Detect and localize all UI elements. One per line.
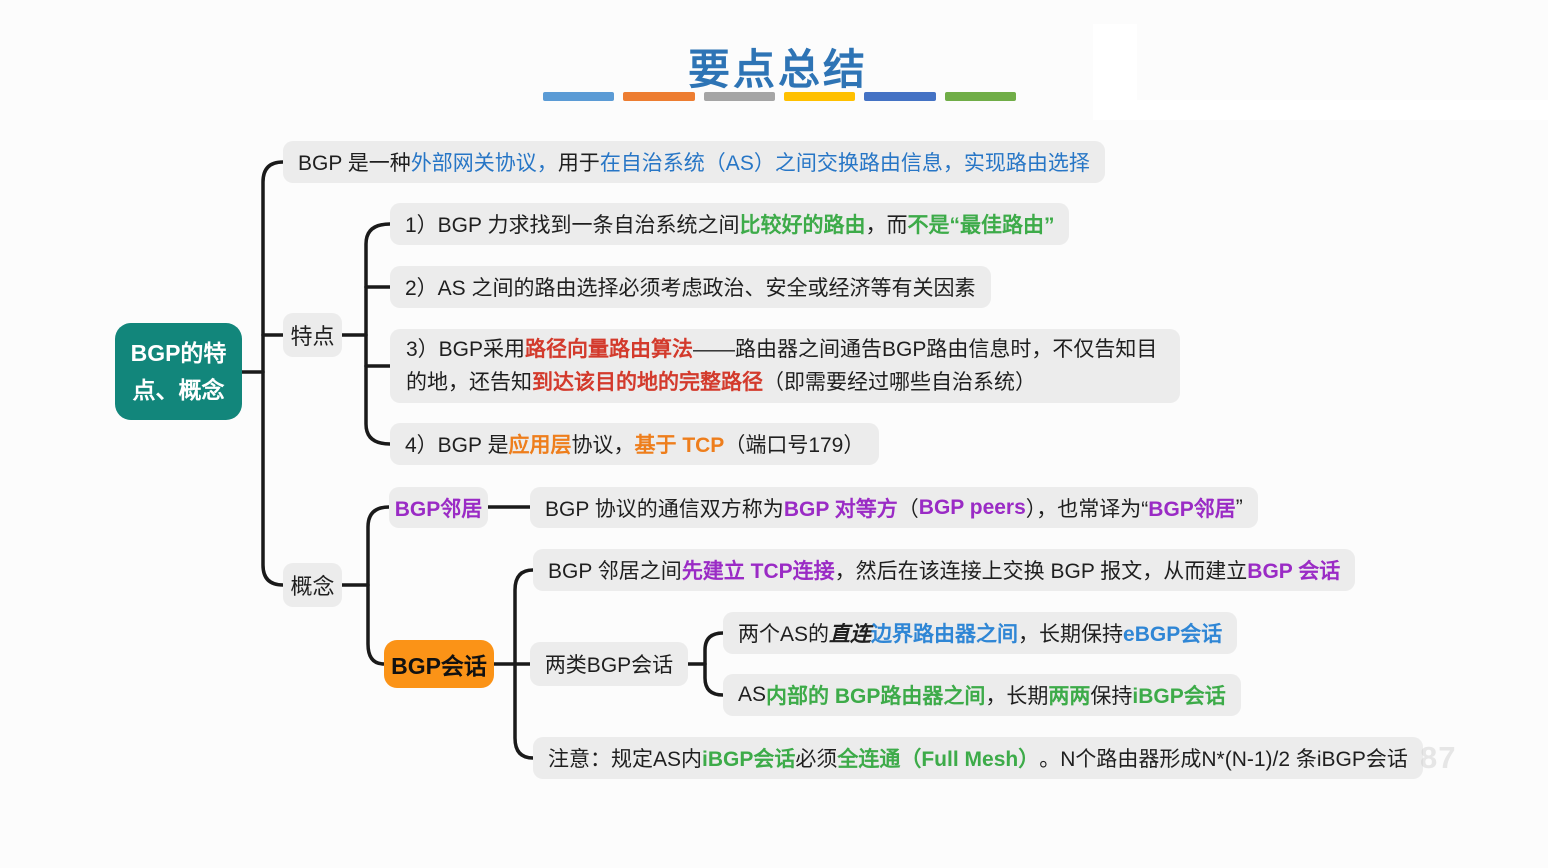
divider-bars xyxy=(543,92,1016,102)
whiteout-patch xyxy=(1093,100,1548,120)
connector xyxy=(703,631,725,697)
divider-bar xyxy=(944,92,1016,101)
node-bgp-session: BGP会话 xyxy=(384,640,494,688)
row-feature-1: 1）BGP 力求找到一条自治系统之间比较好的路由，而不是“最佳路由” xyxy=(390,203,1070,245)
divider-bar xyxy=(864,92,936,101)
row-bgp-definition: BGP 是一种外部网关协议，用于在自治系统（AS）之间交换路由信息，实现路由选择 xyxy=(283,141,1105,183)
divider-bar xyxy=(623,92,695,101)
node-two-session-types: 两类BGP会话 xyxy=(530,642,688,686)
connector xyxy=(366,505,391,666)
row-feature-4: 4）BGP 是应用层协议，基于 TCP （端口号179） xyxy=(390,423,880,465)
page-title: 要点总结 xyxy=(687,46,868,93)
row-feature-2: 2）AS 之间的路由选择必须考虑政治、安全或经济等有关因素 xyxy=(390,266,991,308)
row-feature-3: 3）BGP采用路径向量路由算法——路由器之间通告BGP路由信息时，不仅告知目的地… xyxy=(390,329,1180,403)
connector xyxy=(261,160,285,587)
node-branch-concepts: 概念 xyxy=(283,563,342,607)
node-bgp-neighbor: BGP邻居 xyxy=(389,487,488,528)
node-root-bgp-concepts: BGP的特点、概念 xyxy=(115,323,242,420)
row-session-setup: BGP 邻居之间先建立 TCP连接，然后在该连接上交换 BGP 报文，从而建立 … xyxy=(533,549,1356,591)
divider-bar xyxy=(703,92,775,101)
node-branch-features: 特点 xyxy=(283,313,342,357)
connector xyxy=(364,222,392,446)
divider-bar xyxy=(543,92,615,101)
divider-bar xyxy=(783,92,856,101)
row-bgp-peers: BGP 协议的通信双方称为 BGP 对等方（BGP peers），也常译为“BG… xyxy=(530,487,1258,528)
watermark: 87 xyxy=(1420,740,1457,775)
